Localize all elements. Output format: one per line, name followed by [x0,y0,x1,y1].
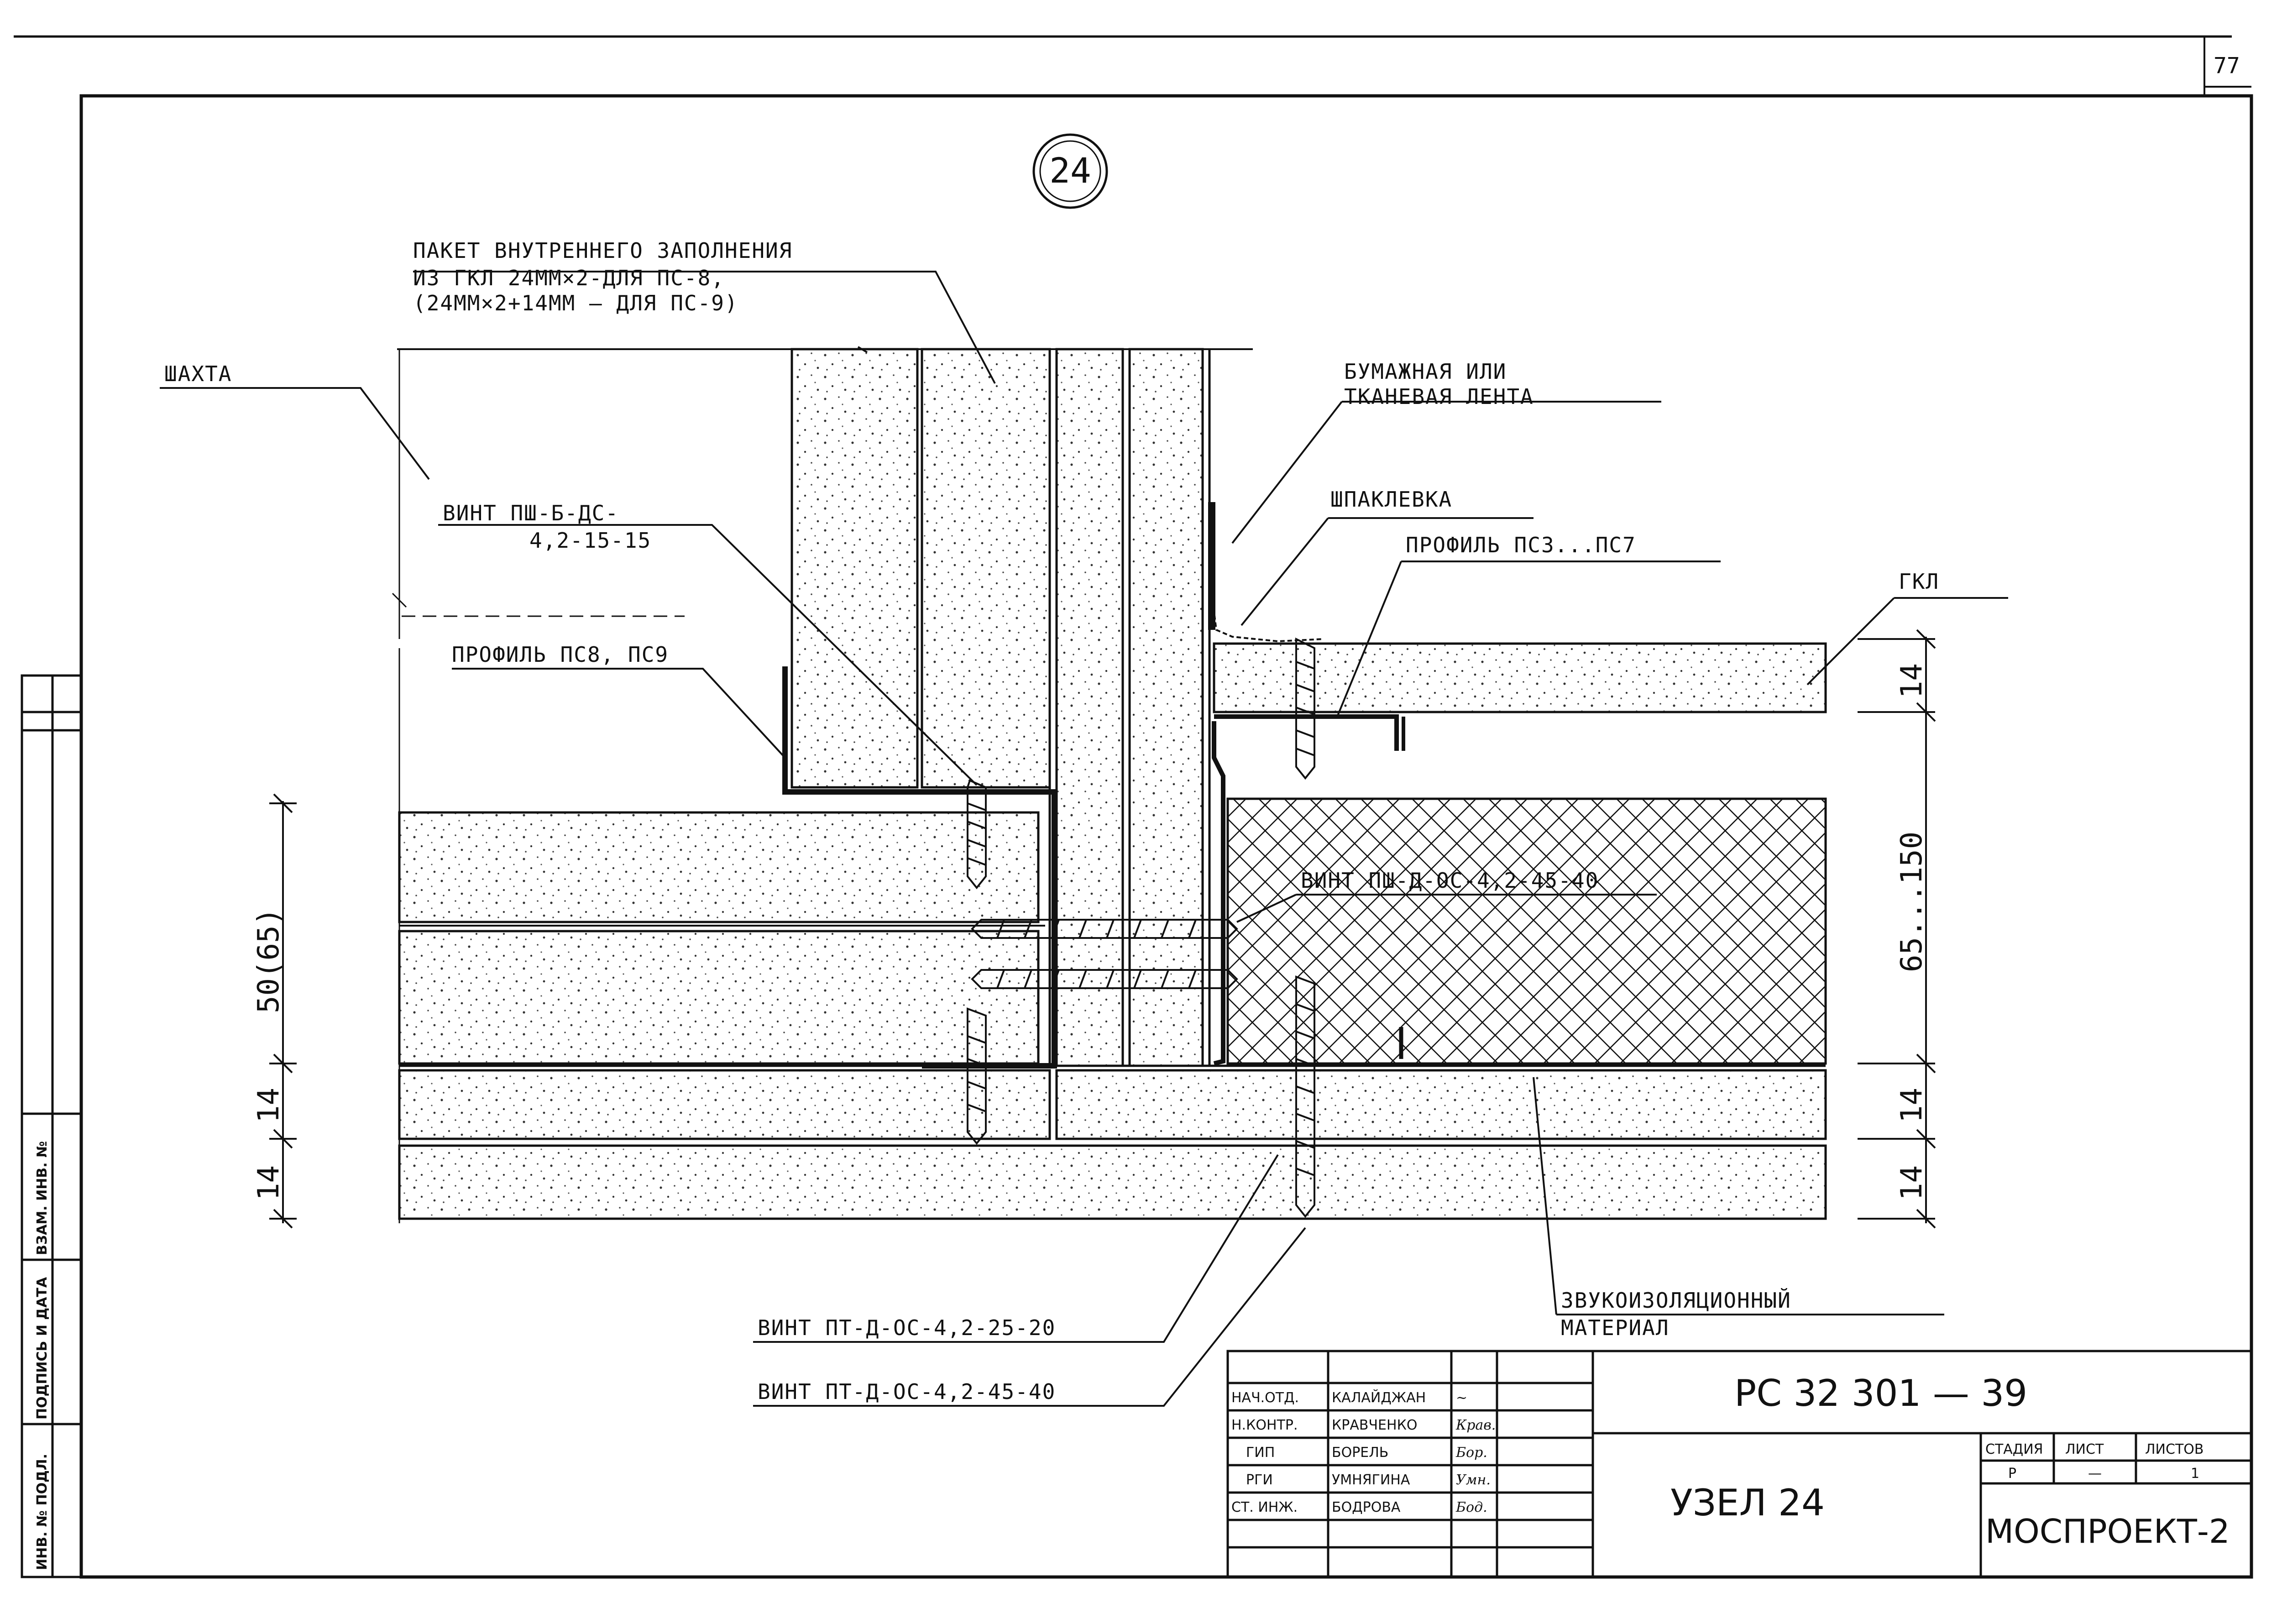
dim-left-14-upper: 14 [252,1088,286,1123]
dim-left-50-65: 50(65) [252,908,286,1013]
label-screw-psh-d: ВИНТ ПШ-Д-ОС-4,2-45-40 [1301,868,1599,893]
label-filling-packet-3: (24ММ×2+14ММ — ДЛЯ ПС-9) [413,291,738,315]
label-gkl: ГКЛ [1899,569,1939,594]
page-number: 77 [2214,53,2240,79]
role-5: СТ. ИНЖ. [1231,1499,1298,1515]
filling-packet-board-2 [921,348,1051,789]
screw-psh-b [967,779,987,890]
title-block [1226,1350,2253,1578]
putty [1211,593,1324,643]
label-sound-insulation-2: МАТЕРИАЛ [1561,1315,1670,1340]
left-wall-panel-upper [398,811,1040,923]
center-board-right [1128,348,1204,1067]
label-screw-pt-45: ВИНТ ПТ-Д-ОС-4,2-45-40 [758,1379,1056,1404]
stamp-inv-label: ИНВ. № ПОДЛ. [34,1454,50,1570]
signature-1: ~ [1456,1390,1467,1406]
label-tape-2: ТКАНЕВАЯ ЛЕНТА [1344,384,1534,409]
node-circle [1032,133,1108,209]
label-filling-packet-2: ИЗ ГКЛ 24ММ×2-ДЛЯ ПС-8, [413,266,725,290]
role-2: Н.КОНТР. [1231,1417,1298,1433]
stage-value: Р [2008,1466,2016,1482]
bottom-board-1-left [398,1069,1051,1140]
label-filling-packet-1: ПАКЕТ ВНУТРЕННЕГО ЗАПОЛНЕНИЯ [413,238,792,263]
label-screw-pt-25: ВИНТ ПТ-Д-ОС-4,2-25-20 [758,1315,1056,1340]
role-1: НАЧ.ОТД. [1231,1390,1299,1406]
construction-section [392,346,1827,1223]
bottom-board-1-right [1055,1069,1827,1140]
label-screw-psh-b-2: 4,2-15-15 [529,528,651,553]
name-5: БОДРОВА [1332,1499,1401,1515]
gkl-board-right [1213,642,1827,713]
screw-psh-d [1295,637,1315,780]
stamp-sign-label: ПОДПИСЬ И ДАТА [34,1277,50,1420]
organization-name: МОСПРОЕКТ-2 [1985,1512,2230,1551]
signature-3: Бор. [1455,1445,1487,1461]
side-stamp [21,674,83,1578]
label-tape-1: БУМАЖНАЯ ИЛИ [1344,359,1507,384]
name-3: БОРЕЛЬ [1332,1445,1388,1461]
dim-left-14-lower: 14 [252,1165,286,1200]
label-profile-ps3: ПРОФИЛЬ ПС3...ПС7 [1406,533,1636,557]
screw-horizontal-lower [971,969,1238,989]
profile-ps3 [1212,714,1399,1066]
stamp-replace-label: ВЗАМ. ИНВ. № [34,1141,50,1255]
dim-right-14-top: 14 [1895,663,1929,698]
dim-right-14-mid: 14 [1895,1088,1929,1123]
dim-right-14-bottom: 14 [1895,1165,1929,1200]
label-putty: ШПАКЛЕВКА [1330,487,1452,512]
sheet-value: — [2088,1466,2102,1482]
profile-ps8 [782,666,1057,1069]
dimension-lines [269,629,1936,1229]
filling-packet-board-1 [790,348,919,789]
drawing-code: РС 32 301 — 39 [1734,1372,2027,1414]
dim-right-65-150: 65...150 [1895,832,1929,972]
signature-5: Бод. [1455,1499,1487,1515]
center-board-left [1055,348,1124,1067]
name-2: КРАВЧЕНКО [1332,1417,1418,1433]
label-shaft: ШАХТА [164,361,232,386]
name-4: УМНЯГИНА [1332,1472,1410,1488]
left-wall-panel-lower [398,930,1040,1065]
sheets-header: ЛИСТОВ [2145,1441,2203,1457]
label-screw-psh-b-1: ВИНТ ПШ-Б-ДС- [443,501,619,525]
role-3: ГИП [1246,1445,1275,1461]
sound-insulation-material [1226,797,1827,1065]
drawing-title: УЗЕЛ 24 [1670,1482,1825,1524]
sheets-value: 1 [2191,1466,2199,1482]
label-sound-insulation-1: ЗВУКОИЗОЛЯЦИОННЫЙ [1561,1288,1791,1313]
node-number: 24 [1049,150,1091,191]
role-4: РГИ [1246,1472,1273,1488]
bottom-board-2 [398,1144,1827,1220]
signature-2: Крав. [1455,1417,1496,1433]
screw-pt-25 [967,1007,987,1145]
label-profile-ps8: ПРОФИЛЬ ПС8, ПС9 [452,642,669,667]
screw-pt-45 [1295,975,1315,1218]
stage-header: СТАДИЯ [1985,1441,2043,1457]
name-1: КАЛАЙДЖАН [1332,1389,1426,1406]
signature-4: Умн. [1456,1472,1491,1488]
leader-lines [160,271,2008,1407]
screw-horizontal-upper [971,919,1238,939]
sheet-header: ЛИСТ [2065,1441,2104,1457]
